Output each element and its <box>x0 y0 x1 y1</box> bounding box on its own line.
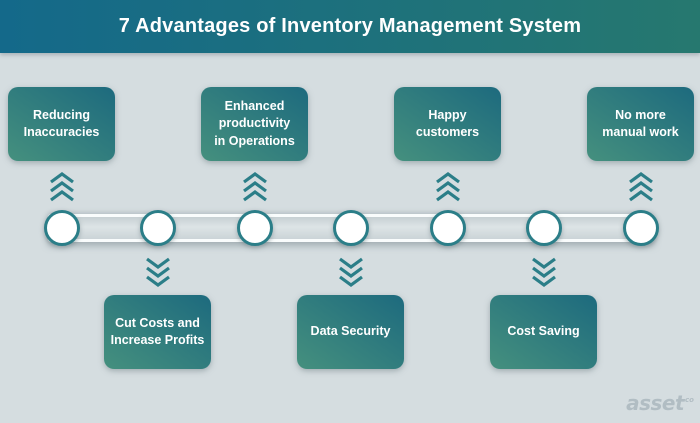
timeline-node <box>44 210 80 246</box>
advantage-box-cost-saving: Cost Saving <box>490 295 597 369</box>
watermark-text: asset <box>626 391 685 415</box>
advantage-label: Happy customers <box>415 107 480 139</box>
advantage-label: Cost Saving <box>507 324 580 339</box>
watermark-logo: assetco <box>626 391 694 415</box>
advantage-label: No more manual work <box>602 107 679 139</box>
chevron-up-icon <box>242 172 268 202</box>
advantage-box-cut-costs: Cut Costs and Increase Profits <box>104 295 211 369</box>
chevron-down-icon <box>338 257 364 287</box>
timeline-node <box>526 210 562 246</box>
page-title: 7 Advantages of Inventory Management Sys… <box>118 15 582 37</box>
advantage-box-reducing-inaccuracies: Reducing Inaccuracies <box>8 87 115 161</box>
chevron-down-icon <box>145 257 171 287</box>
advantage-label: Reducing Inaccuracies <box>23 107 100 139</box>
advantage-label: Cut Costs and Increase Profits <box>110 315 205 347</box>
advantage-label: Data Security <box>310 324 391 339</box>
timeline-node <box>140 210 176 246</box>
chevron-up-icon <box>628 172 654 202</box>
advantage-label: Enhanced productivity in Operations <box>214 99 295 148</box>
watermark-superscript: co <box>685 396 694 405</box>
advantage-box-data-security: Data Security <box>297 295 404 369</box>
advantage-box-happy-customers: Happy customers <box>394 87 501 161</box>
chevron-down-icon <box>531 257 557 287</box>
advantage-box-no-manual-work: No more manual work <box>587 87 694 161</box>
title-bar: 7 Advantages of Inventory Management Sys… <box>0 0 700 53</box>
advantage-box-enhanced-productivity: Enhanced productivity in Operations <box>201 87 308 161</box>
timeline-node <box>237 210 273 246</box>
chevron-up-icon <box>49 172 75 202</box>
timeline-node <box>623 210 659 246</box>
chevron-up-icon <box>435 172 461 202</box>
timeline-node <box>430 210 466 246</box>
timeline-node <box>333 210 369 246</box>
